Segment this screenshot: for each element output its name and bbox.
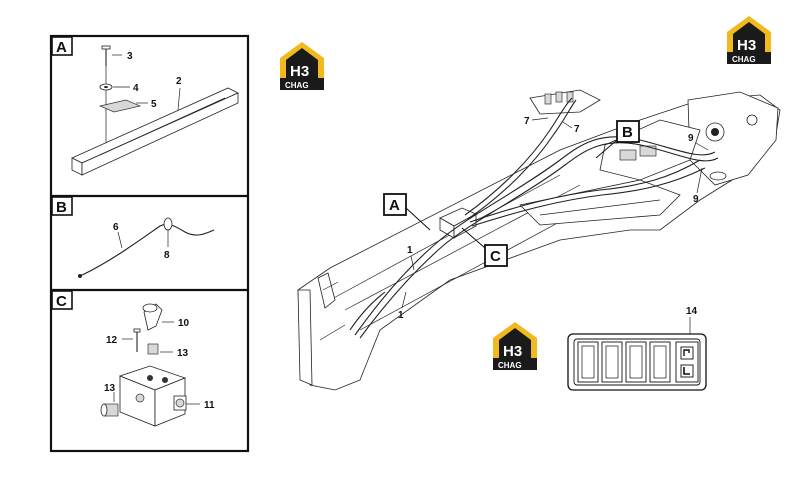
main-label-a: A (383, 193, 431, 231)
main-label-c: C (461, 227, 508, 267)
svg-text:H3: H3 (737, 37, 756, 54)
callout-3: 3 (127, 51, 133, 62)
panel-a-letter: A (56, 39, 67, 56)
brand-logo-top-left: H3 CHAG (280, 42, 324, 90)
switch-slot-3 (625, 341, 647, 383)
callout-5: 5 (151, 99, 157, 110)
callout-6: 6 (113, 222, 119, 233)
callout-13-bottom: 13 (104, 383, 116, 394)
switch-slot-1 (577, 341, 599, 383)
switch-slot-2 (601, 341, 623, 383)
chassis-illustration (297, 89, 781, 391)
svg-text:H3: H3 (503, 343, 522, 360)
svg-text:H3: H3 (290, 63, 309, 80)
callout-10: 10 (178, 318, 190, 329)
callout-1-b: 1 (398, 310, 404, 321)
callout-9-b: 9 (693, 194, 699, 205)
panel-c: C 10 12 13 11 13 (51, 290, 215, 427)
callout-1-a: 1 (407, 245, 413, 256)
callout-4: 4 (133, 83, 139, 94)
svg-text:CHAG: CHAG (498, 361, 522, 370)
panel-b-letter: B (56, 199, 67, 216)
callout-11: 11 (204, 400, 215, 411)
brand-logo-top-right: H3 CHAG (727, 16, 771, 64)
svg-text:C: C (490, 248, 501, 265)
switch-slot-4 (649, 341, 671, 383)
callout-7-a: 7 (524, 116, 530, 127)
callout-14: 14 (686, 306, 698, 317)
callout-13-top: 13 (177, 348, 189, 359)
callout-2: 2 (176, 76, 182, 87)
svg-text:CHAG: CHAG (285, 81, 309, 90)
panel-c-letter: C (56, 293, 67, 310)
callout-8: 8 (164, 250, 170, 261)
main-label-b: B (595, 120, 640, 159)
main-callouts: 7 7 9 9 1 1 (398, 116, 709, 321)
callout-12: 12 (106, 335, 118, 346)
svg-text:CHAG: CHAG (732, 55, 756, 64)
svg-text:A: A (389, 197, 400, 214)
switch-panel: 14 (567, 306, 707, 391)
callout-7-b: 7 (574, 124, 580, 135)
switch-rocker-icons (675, 341, 699, 383)
svg-text:B: B (622, 124, 633, 141)
panel-a: A 3 4 5 2 (51, 36, 239, 176)
callout-9-a: 9 (688, 133, 694, 144)
brand-logo-middle: H3 CHAG (493, 322, 537, 370)
panel-b: B 6 8 (51, 196, 215, 278)
